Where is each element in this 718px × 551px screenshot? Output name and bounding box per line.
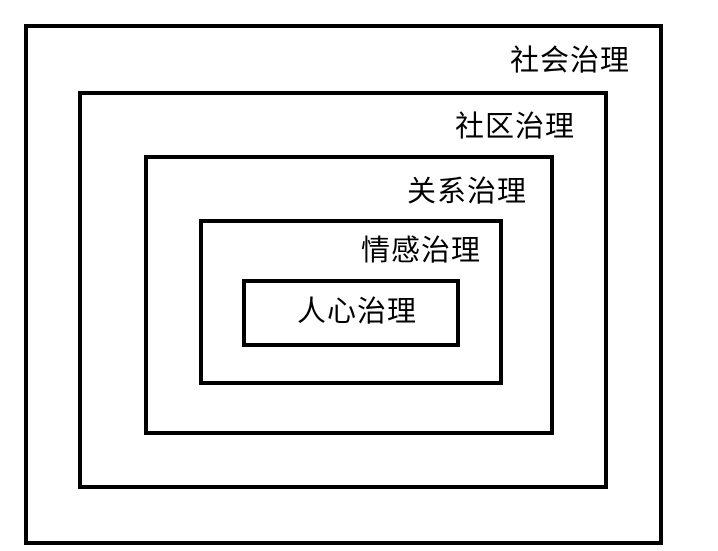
emotion-governance-label: 情感治理 bbox=[360, 233, 481, 267]
community-governance-box bbox=[78, 91, 608, 489]
society-governance-box bbox=[24, 24, 663, 545]
community-governance-label: 社区治理 bbox=[454, 109, 575, 143]
heart-governance-box bbox=[242, 279, 460, 347]
society-governance-label: 社会治理 bbox=[509, 43, 630, 77]
emotion-governance-box bbox=[199, 219, 503, 385]
relationship-governance-label: 关系治理 bbox=[406, 174, 527, 208]
relationship-governance-box bbox=[144, 155, 554, 435]
heart-governance-label: 人心治理 bbox=[297, 294, 418, 328]
